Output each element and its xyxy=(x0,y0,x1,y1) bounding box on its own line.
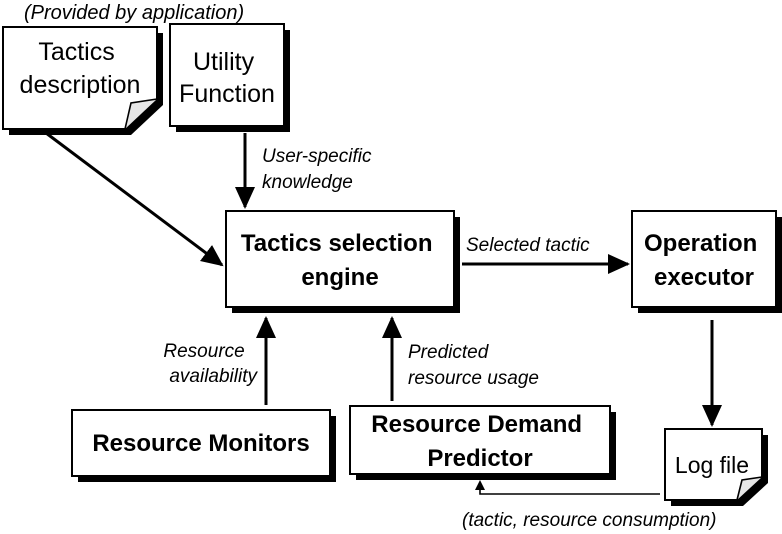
edge-label-user-specific-1: User-specific xyxy=(262,146,372,167)
resource-demand-predictor-line-1: Resource Demand xyxy=(371,411,582,438)
svg-text:Resource availability: Resource availability xyxy=(163,341,258,387)
svg-text:Resource Monitors: Resource Monitors xyxy=(92,430,309,457)
svg-text:Log file: Log file xyxy=(675,452,749,478)
utility-function-line-1: Utility xyxy=(193,48,255,76)
svg-text:Resource Demand Predicto: Resource Demand Predictor xyxy=(371,411,588,472)
edge-label-selected-tactic: Selected tactic xyxy=(466,235,590,256)
tactics-engine-line-1: Tactics selection xyxy=(241,230,433,257)
resource-monitors-label: Resource Monitors xyxy=(92,430,309,457)
operation-executor-line-1: Operation xyxy=(644,230,757,257)
log-file-label: Log file xyxy=(675,452,749,478)
tactics-description-line-2: description xyxy=(20,71,141,99)
utility-function-node: Utility Function xyxy=(169,23,290,132)
edge-label-predicted-usage-1: Predicted xyxy=(408,342,490,363)
edge-label-resource-availability-2: availability xyxy=(169,366,258,387)
tactics-description-line-1: Tactics xyxy=(38,38,114,66)
svg-text:Utility Function: Utility Function xyxy=(179,48,275,108)
resource-demand-predictor-line-2: Predictor xyxy=(427,445,532,472)
edge-label-log-feedback: (tactic, resource consumption) xyxy=(462,510,717,531)
svg-text:Tactics description: Tactics description xyxy=(20,38,141,99)
edge-logfile-to-predictor xyxy=(475,480,660,495)
svg-text:User-specific knowledge: User-specific knowledge xyxy=(262,146,377,193)
edge-description-to-engine xyxy=(45,131,224,267)
svg-text:Tactics selection engine: Tactics selection engine xyxy=(241,230,439,291)
resource-monitors-node: Resource Monitors xyxy=(71,409,336,482)
svg-text:Operation executor: Operation executor xyxy=(644,230,764,291)
operation-executor-node: Operation executor xyxy=(631,210,782,313)
svg-text:(tactic, resource consumption): (tactic, resource consumption) xyxy=(462,510,717,531)
edge-label-user-specific-2: knowledge xyxy=(262,172,353,193)
edge-label-predicted-usage-2: resource usage xyxy=(408,368,539,389)
svg-text:Predicted resource usage: Predicted resource usage xyxy=(408,342,539,389)
edge-label-resource-availability-1: Resource xyxy=(163,341,244,362)
tactics-engine-line-2: engine xyxy=(301,264,378,291)
header-note: (Provided by application) xyxy=(24,2,244,24)
svg-text:Selected tactic: Selected tactic xyxy=(466,235,590,256)
tactics-description-node: Tactics description xyxy=(2,26,163,135)
resource-demand-predictor-node: Resource Demand Predictor xyxy=(349,405,616,480)
operation-executor-line-2: executor xyxy=(654,264,754,291)
tactics-engine-node: Tactics selection engine xyxy=(225,210,460,313)
log-file-node: Log file xyxy=(664,428,768,506)
utility-function-line-2: Function xyxy=(179,80,275,108)
